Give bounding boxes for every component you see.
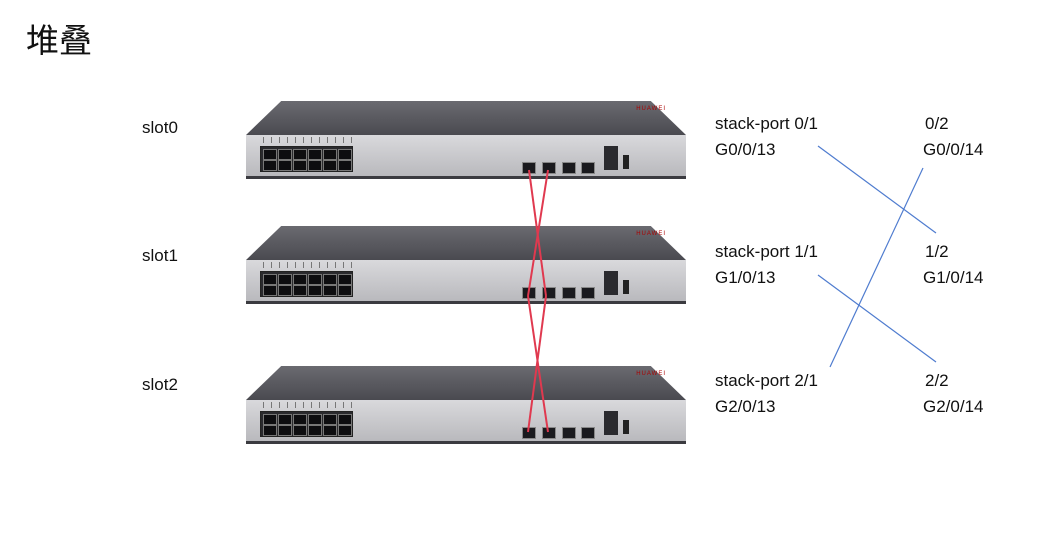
rj45-port — [293, 274, 307, 285]
stack-port-2-2-name: 2/2 — [925, 371, 949, 390]
sfp-port-15 — [562, 427, 576, 439]
slot0-port2-labels: 0/2 G0/0/14 — [923, 111, 984, 163]
sfp-port-14 — [542, 162, 556, 174]
stack-port-2-2-interface: G2/0/14 — [923, 397, 984, 416]
rj45-port — [263, 414, 277, 425]
led-strip — [263, 402, 353, 408]
slot1-label: slot1 — [142, 246, 178, 265]
stack-port-2-1-interface: G2/0/13 — [715, 397, 776, 416]
rj45-port — [263, 425, 277, 436]
sfp-port-14 — [542, 427, 556, 439]
switch-top — [246, 366, 686, 400]
switch-slot0: HUAWEI — [246, 101, 686, 179]
connection-g2-0-13-to-g0-0-14 — [829, 167, 924, 368]
rj45-port — [263, 149, 277, 160]
rj45-port — [293, 149, 307, 160]
rj45-port — [308, 285, 322, 296]
slot0-label: slot0 — [142, 118, 178, 137]
rj45-port — [293, 160, 307, 171]
rj45-port — [278, 425, 292, 436]
slot0-port1-labels: stack-port 0/1 G0/0/13 — [715, 111, 818, 163]
rj45-port-block — [260, 271, 353, 297]
rj45-port — [278, 149, 292, 160]
slot2-port2-labels: 2/2 G2/0/14 — [923, 368, 984, 420]
brand-logo: HUAWEI — [636, 106, 666, 112]
rj45-port — [338, 160, 352, 171]
rj45-port — [263, 274, 277, 285]
rj45-port-block — [260, 411, 353, 437]
rj45-port — [323, 425, 337, 436]
stack-port-0-2-interface: G0/0/14 — [923, 140, 984, 159]
switch-slot1: HUAWEI — [246, 226, 686, 304]
rj45-port — [293, 285, 307, 296]
rj45-port — [293, 414, 307, 425]
rj45-port — [323, 285, 337, 296]
switch-slot2: HUAWEI — [246, 366, 686, 444]
sfp-port-15 — [562, 287, 576, 299]
sfp-port-16 — [581, 427, 595, 439]
brand-logo: HUAWEI — [636, 231, 666, 237]
rj45-port — [308, 425, 322, 436]
led-strip — [263, 137, 353, 143]
mgmt-port — [604, 411, 618, 435]
slot1-port2-labels: 1/2 G1/0/14 — [923, 239, 984, 291]
rj45-port-block — [260, 146, 353, 172]
switch-front-panel — [246, 260, 686, 304]
switch-front-panel — [246, 135, 686, 179]
rj45-port — [293, 425, 307, 436]
stack-port-1-2-interface: G1/0/14 — [923, 268, 984, 287]
rj45-port — [308, 414, 322, 425]
rj45-port — [323, 160, 337, 171]
rj45-port — [278, 274, 292, 285]
stack-port-1-1-name: stack-port 1/1 — [715, 242, 818, 261]
rj45-port — [278, 160, 292, 171]
rj45-port — [338, 414, 352, 425]
rj45-port — [308, 149, 322, 160]
sfp-port-16 — [581, 287, 595, 299]
page-title: 堆叠 — [26, 21, 92, 60]
rj45-port — [323, 274, 337, 285]
rj45-port — [308, 274, 322, 285]
stack-port-0-1-interface: G0/0/13 — [715, 140, 776, 159]
slot1-port1-labels: stack-port 1/1 G1/0/13 — [715, 239, 818, 291]
mgmt-port — [604, 271, 618, 295]
stack-cable — [527, 295, 549, 433]
rj45-port — [338, 149, 352, 160]
usb-port — [623, 420, 629, 434]
rj45-port — [338, 425, 352, 436]
rj45-port — [338, 274, 352, 285]
brand-logo: HUAWEI — [636, 371, 666, 377]
sfp-port-16 — [581, 162, 595, 174]
usb-port — [623, 280, 629, 294]
connection-g1-0-13-to-g2-0-14 — [817, 274, 937, 363]
stack-port-0-1-name: stack-port 0/1 — [715, 114, 818, 133]
stack-port-2-1-name: stack-port 2/1 — [715, 371, 818, 390]
mgmt-port — [604, 146, 618, 170]
switch-top — [246, 101, 686, 135]
rj45-port — [323, 149, 337, 160]
connection-g0-0-13-to-g1-0-14 — [817, 145, 937, 234]
slot2-port1-labels: stack-port 2/1 G2/0/13 — [715, 368, 818, 420]
sfp-port-15 — [562, 162, 576, 174]
rj45-port — [278, 285, 292, 296]
stack-port-1-1-interface: G1/0/13 — [715, 268, 776, 287]
stack-cable — [527, 169, 549, 297]
led-strip — [263, 262, 353, 268]
stack-port-0-2-name: 0/2 — [925, 114, 949, 133]
rj45-port — [323, 414, 337, 425]
switch-top — [246, 226, 686, 260]
rj45-port — [278, 414, 292, 425]
usb-port — [623, 155, 629, 169]
rj45-port — [263, 285, 277, 296]
rj45-port — [263, 160, 277, 171]
stack-port-1-2-name: 1/2 — [925, 242, 949, 261]
slot2-label: slot2 — [142, 375, 178, 394]
switch-front-panel — [246, 400, 686, 444]
rj45-port — [308, 160, 322, 171]
rj45-port — [338, 285, 352, 296]
